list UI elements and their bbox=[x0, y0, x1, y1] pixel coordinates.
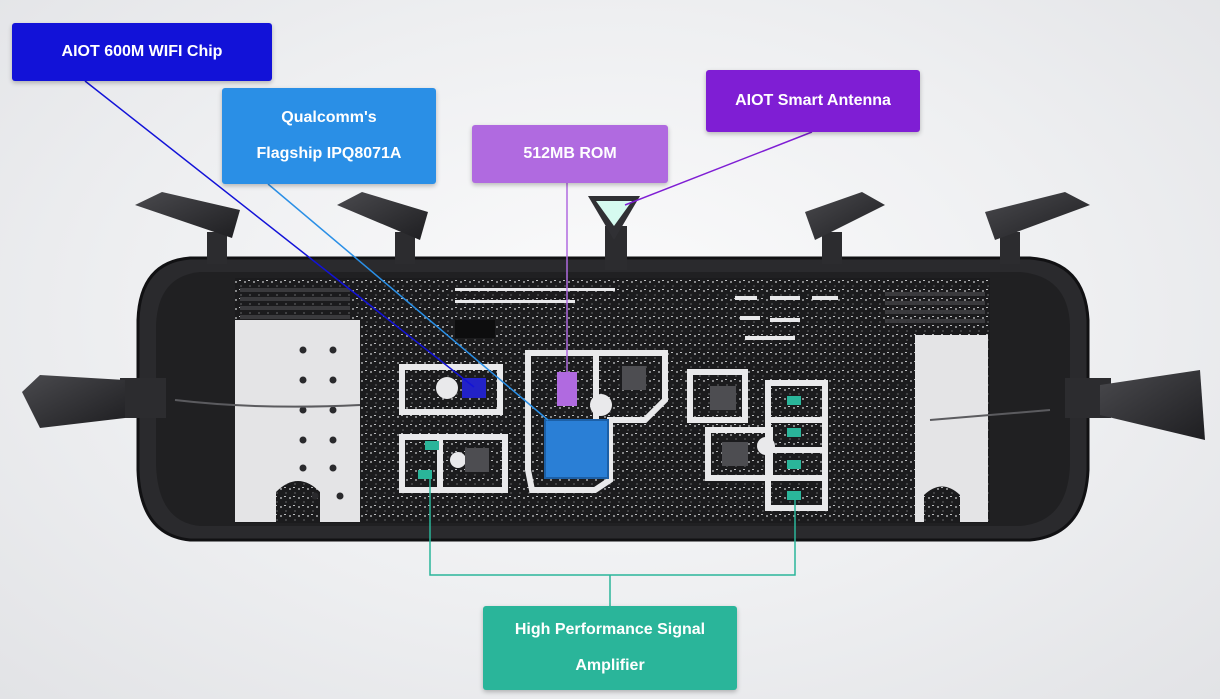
black-ic bbox=[455, 320, 495, 338]
antenna-label: AIOT Smart Antenna bbox=[735, 92, 891, 109]
antenna-top-4 bbox=[805, 192, 885, 264]
vent-slots-right bbox=[885, 292, 985, 323]
amplifier-label-line1: High Performance Signal bbox=[514, 621, 706, 638]
antenna-top-2 bbox=[337, 192, 428, 264]
pcb-markings bbox=[455, 288, 838, 340]
gray-chip-1 bbox=[622, 366, 646, 390]
amplifier-leader bbox=[429, 478, 796, 576]
qualcomm-label-line2: Flagship IPQ8071A bbox=[256, 145, 402, 162]
amplifier-label-line2: Amplifier bbox=[575, 657, 645, 674]
antenna-right bbox=[1065, 370, 1205, 440]
qualcomm-leader bbox=[267, 183, 549, 421]
gray-chip-2 bbox=[710, 386, 736, 410]
qualcomm-callout: Qualcomm's Flagship IPQ8071A bbox=[222, 88, 436, 184]
qualcomm-ipq8071a-chip bbox=[544, 419, 609, 479]
left-mount-plate bbox=[235, 320, 360, 522]
antenna-left bbox=[22, 375, 166, 428]
amplifier-callout: High Performance Signal Amplifier bbox=[483, 606, 737, 690]
right-mount-plate bbox=[915, 335, 988, 522]
antenna-top-1 bbox=[135, 192, 240, 264]
left-plate-holes bbox=[299, 346, 344, 500]
antenna-callout: AIOT Smart Antenna bbox=[706, 70, 920, 132]
rom-chip bbox=[557, 372, 577, 406]
antenna-top-center bbox=[588, 196, 640, 270]
left-antenna-cable bbox=[174, 399, 361, 408]
gray-chip-4 bbox=[722, 442, 748, 466]
amplifier-chips bbox=[418, 396, 801, 500]
qualcomm-label-line1: Qualcomm's bbox=[281, 109, 377, 126]
wifi-chip-leader bbox=[84, 80, 475, 388]
vent-slots-left bbox=[240, 288, 350, 319]
gray-chip-3 bbox=[465, 448, 489, 472]
rom-callout: 512MB ROM bbox=[472, 125, 668, 183]
pcb-board bbox=[235, 278, 990, 523]
right-antenna-cable bbox=[929, 409, 1051, 421]
rom-label: 512MB ROM bbox=[523, 145, 617, 162]
shield-circles bbox=[436, 377, 775, 468]
wifi-chip-label: AIOT 600M WIFI Chip bbox=[61, 43, 223, 60]
antenna-leader bbox=[624, 131, 813, 206]
antenna-top-5 bbox=[985, 192, 1090, 264]
wifi-chip-callout: AIOT 600M WIFI Chip bbox=[12, 23, 272, 81]
